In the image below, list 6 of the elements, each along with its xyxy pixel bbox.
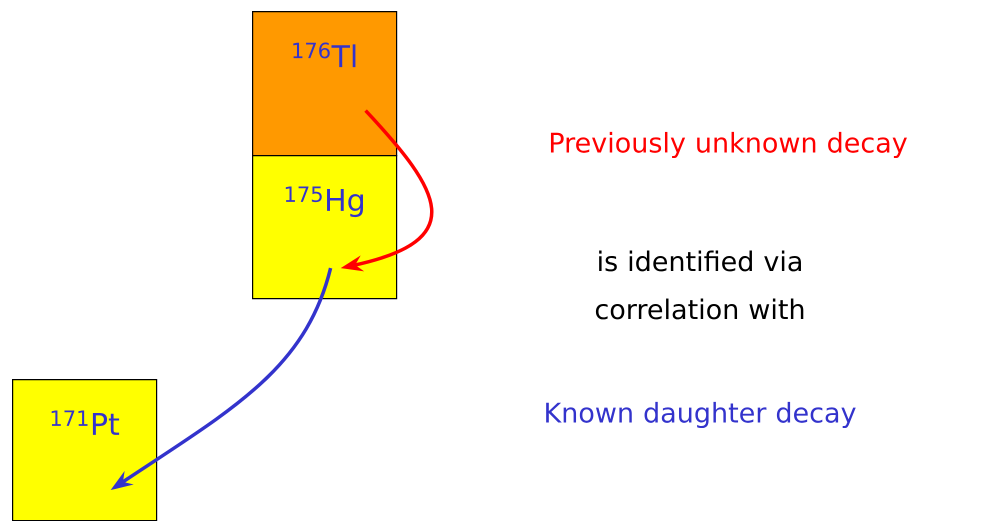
caption-text: Previously unknown decay <box>550 132 907 158</box>
caption-text: Known daughter decay <box>546 402 856 428</box>
nuclide-box: $^{171}$Pt <box>12 379 158 521</box>
nuclide-box: $^{176}$Tl <box>252 11 398 156</box>
nuclide-box: $^{175}$Hg <box>252 155 398 300</box>
caption-text: is identified via correlation with <box>596 250 804 320</box>
